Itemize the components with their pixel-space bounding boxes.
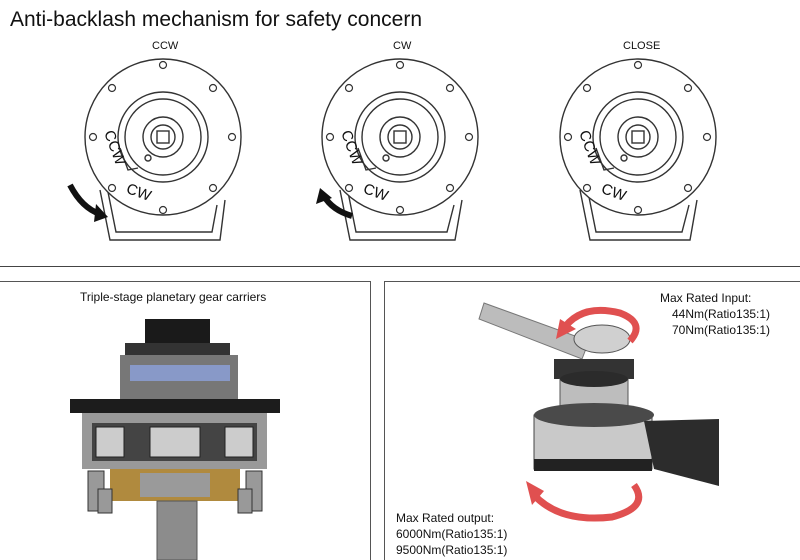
diagram-ccw xyxy=(67,58,242,241)
max-input-value-2: 70Nm(Ratio135:1) xyxy=(672,323,771,337)
page-title: Anti-backlash mechanism for safety conce… xyxy=(10,8,423,31)
gear-panel xyxy=(0,281,371,560)
diagram-label-ccw: CCW xyxy=(152,40,179,52)
max-output-value-1: 6000Nm(Ratio135:1) xyxy=(396,527,508,541)
section-divider xyxy=(0,266,800,267)
actuator-drawing-ccw xyxy=(84,58,242,241)
gearbox-illustration xyxy=(70,319,280,560)
diagram-cw xyxy=(316,58,479,241)
diagram-label-cw: CW xyxy=(393,40,412,52)
torque-wrench-illustration xyxy=(478,302,719,522)
output-rotation-arrow xyxy=(531,482,643,522)
max-input-label: Max Rated Input: xyxy=(660,291,752,305)
gear-panel-title: Triple-stage planetary gear carriers xyxy=(80,290,267,304)
max-output-value-2: 9500Nm(Ratio135:1) xyxy=(396,543,508,557)
max-input-value-1: 44Nm(Ratio135:1) xyxy=(672,307,771,321)
input-rotation-arrow xyxy=(559,306,640,344)
diagram-label-close: CLOSE xyxy=(623,40,661,52)
torque-panel xyxy=(384,281,800,560)
diagram-close xyxy=(559,58,717,241)
max-output-label: Max Rated output: xyxy=(396,511,495,525)
